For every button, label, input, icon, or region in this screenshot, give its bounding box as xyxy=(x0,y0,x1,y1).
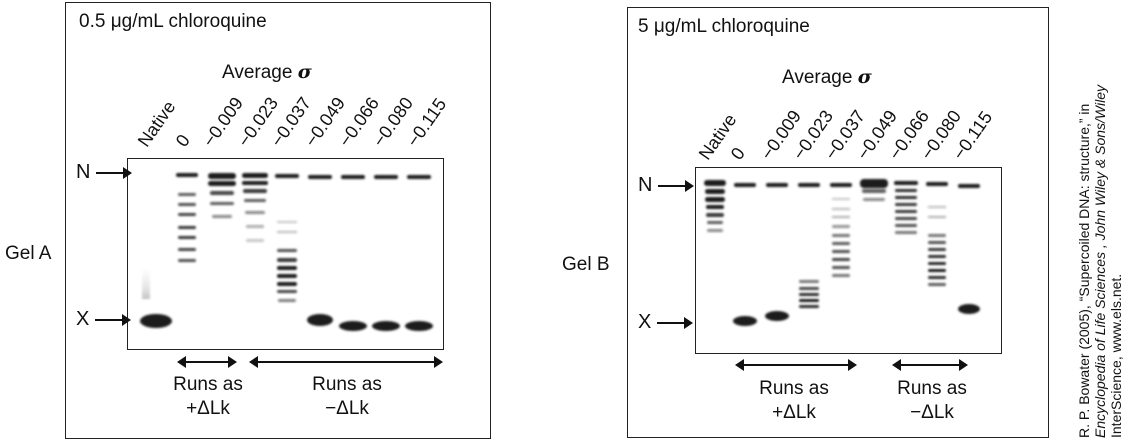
average-label: Average xyxy=(222,62,293,83)
figure-credit: R. P. Bowater (2005), “Supercoiled DNA: … xyxy=(1076,84,1124,438)
gel-a-positive-range-arrow xyxy=(177,356,237,368)
gel-a-runs-negative-label: Runs as −ΔLk xyxy=(312,374,382,419)
gel-a-negative-range-arrow xyxy=(249,356,443,368)
arrow-right-icon xyxy=(658,179,695,192)
gel-b-negative-range-arrow xyxy=(892,359,968,371)
gel-b-title: 5 μg/mL chloroquine xyxy=(638,16,810,37)
gel-a-runs-positive-label: Runs as +ΔLk xyxy=(173,374,243,419)
gel-b-positive-range-arrow xyxy=(735,359,857,371)
gel-a-image xyxy=(127,158,444,350)
gel-b-bands xyxy=(704,179,980,326)
gel-b-lane-label: 0 xyxy=(726,143,749,164)
gel-b-marker-nicked: N xyxy=(638,174,695,197)
arrow-right-icon xyxy=(657,316,694,329)
gel-a-panel: 0.5 μg/mL chloroquine Average σ Native 0… xyxy=(65,2,491,439)
gel-a-average-sigma-heading: Average σ xyxy=(222,61,312,84)
arrow-right-icon xyxy=(96,166,133,179)
gel-a-bands xyxy=(140,173,433,331)
gel-b-marker-relaxed: X xyxy=(638,311,694,334)
gel-a-lane-label: Native xyxy=(133,97,180,151)
gel-b-runs-positive-label: Runs as +ΔLk xyxy=(759,378,829,423)
gel-a-title: 0.5 μg/mL chloroquine xyxy=(79,11,267,32)
gel-a-marker-nicked: N xyxy=(76,161,133,184)
average-label: Average xyxy=(782,67,853,88)
gel-b-average-sigma-heading: Average σ xyxy=(782,66,872,89)
sigma-symbol: σ xyxy=(857,66,872,88)
gel-b-runs-negative-label: Runs as −ΔLk xyxy=(897,378,967,423)
gel-b-image xyxy=(695,167,1002,354)
arrow-right-icon xyxy=(95,313,132,326)
gel-b-panel: 5 μg/mL chloroquine Average σ Native 0 −… xyxy=(627,7,1049,438)
gel-a-label: Gel A xyxy=(5,243,52,264)
sigma-symbol: σ xyxy=(297,61,312,83)
gel-a-lane-label: 0 xyxy=(171,130,194,151)
gel-b-label: Gel B xyxy=(562,254,610,275)
gel-a-marker-relaxed: X xyxy=(76,308,132,331)
